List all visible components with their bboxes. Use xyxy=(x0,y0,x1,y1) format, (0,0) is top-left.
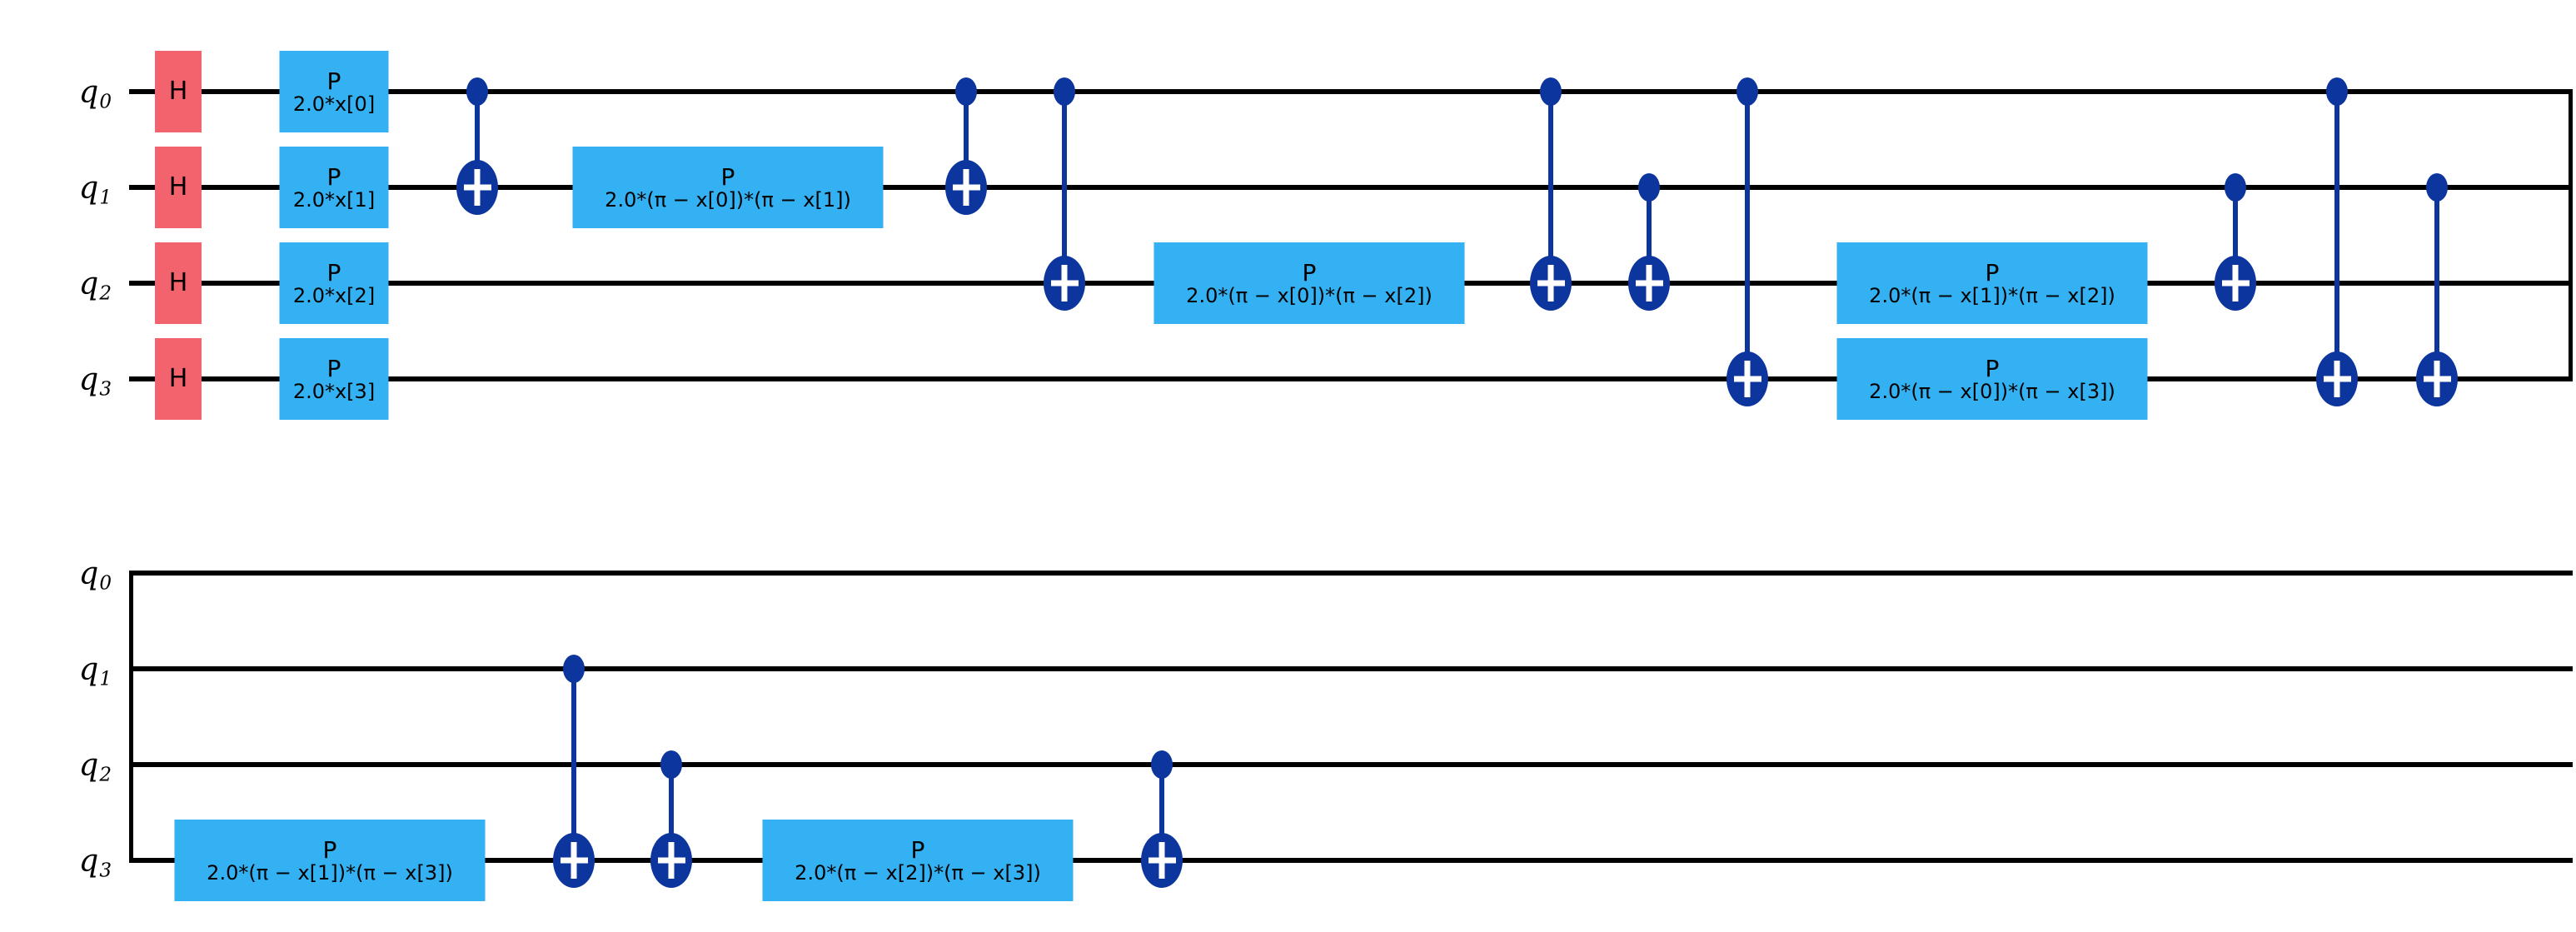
gate-parameter: 2.0*(π − x[2])*(π − x[3]) xyxy=(795,860,1041,885)
qubit-label-q0: q0 xyxy=(78,555,112,595)
gate-parameter: 2.0*x[2] xyxy=(292,283,376,307)
gate-label: H xyxy=(168,77,188,106)
cnot-control-dot-q0[interactable] xyxy=(1540,77,1562,106)
gate-parameter: 2.0*(π − x[1])*(π − x[2]) xyxy=(1869,283,2115,307)
gate-label: H xyxy=(168,364,188,393)
cnot-control-dot-q0[interactable] xyxy=(955,77,977,106)
qubit-label-q1: q1 xyxy=(78,650,112,690)
cnot-connector-line xyxy=(571,669,576,860)
gate-label: H xyxy=(168,172,188,202)
qubit-label-q3: q3 xyxy=(78,842,112,882)
cnot-target-q3[interactable] xyxy=(1141,833,1183,888)
cnot-connector-line xyxy=(1062,92,1067,283)
qubit-label-q1: q1 xyxy=(78,169,112,209)
cnot-control-dot-q0[interactable] xyxy=(1054,77,1075,106)
qubit-label-q2: q2 xyxy=(78,746,112,786)
qubit-wire-q3 xyxy=(129,376,2573,381)
gate-label: P xyxy=(326,162,341,191)
gate-label: P xyxy=(910,835,925,864)
qubit-wire-q0 xyxy=(129,571,2573,576)
gate-parameter: 2.0*x[0] xyxy=(292,92,376,116)
cnot-target-q2[interactable] xyxy=(1530,256,1572,311)
cnot-target-q1[interactable] xyxy=(456,160,498,215)
gate-label: P xyxy=(326,67,341,95)
cnot-target-q2[interactable] xyxy=(2215,256,2256,311)
qubit-wire-q3 xyxy=(129,858,2573,863)
cnot-control-dot-q1[interactable] xyxy=(2426,173,2448,202)
cnot-control-dot-q1[interactable] xyxy=(2225,173,2246,202)
qubit-label-q2: q2 xyxy=(78,265,112,305)
cnot-connector-line xyxy=(964,92,969,187)
hadamard-gate-q1[interactable]: H xyxy=(155,147,202,228)
gate-label: P xyxy=(1985,354,2000,382)
gate-label: P xyxy=(720,162,735,191)
cnot-connector-line xyxy=(1159,765,1164,860)
gate-label: P xyxy=(322,835,337,864)
wire-wrap-bracket-left xyxy=(129,573,133,860)
cnot-target-q3[interactable] xyxy=(553,833,595,888)
gate-parameter: 2.0*(π − x[0])*(π − x[2]) xyxy=(1186,283,1432,307)
cnot-target-q3[interactable] xyxy=(650,833,692,888)
hadamard-gate-q3[interactable]: H xyxy=(155,338,202,420)
gate-parameter: 2.0*(π − x[0])*(π − x[1]) xyxy=(605,187,851,212)
cnot-connector-line xyxy=(2434,187,2439,379)
gate-label: P xyxy=(326,258,341,287)
gate-parameter: 2.0*(π − x[0])*(π − x[3]) xyxy=(1869,379,2115,403)
cnot-target-q3[interactable] xyxy=(2416,351,2458,406)
wire-wrap-bracket-right xyxy=(2569,92,2573,379)
cnot-target-q2[interactable] xyxy=(1628,256,1670,311)
gate-parameter: 2.0*x[3] xyxy=(292,379,376,403)
hadamard-gate-q0[interactable]: H xyxy=(155,51,202,132)
gate-label: P xyxy=(1302,258,1317,287)
qubit-wire-q1 xyxy=(129,185,2573,190)
cnot-control-dot-q0[interactable] xyxy=(2326,77,2348,106)
cnot-target-q3[interactable] xyxy=(1726,351,1768,406)
qubit-wire-q1 xyxy=(129,666,2573,671)
cnot-connector-line xyxy=(2334,92,2339,379)
gate-label: P xyxy=(1985,258,2000,287)
cnot-control-dot-q0[interactable] xyxy=(1736,77,1758,106)
cnot-connector-line xyxy=(669,765,674,860)
qubit-label-q0: q0 xyxy=(78,73,112,113)
gate-label: P xyxy=(326,354,341,382)
hadamard-gate-q2[interactable]: H xyxy=(155,242,202,324)
cnot-control-dot-q1[interactable] xyxy=(563,655,585,683)
cnot-connector-line xyxy=(2233,187,2238,283)
cnot-control-dot-q2[interactable] xyxy=(660,750,682,779)
qubit-wire-q0 xyxy=(129,89,2573,94)
cnot-connector-line xyxy=(1745,92,1750,379)
gate-parameter: 2.0*(π − x[1])*(π − x[3]) xyxy=(207,860,453,885)
qubit-label-q3: q3 xyxy=(78,361,112,401)
cnot-control-dot-q2[interactable] xyxy=(1151,750,1173,779)
gate-label: H xyxy=(168,268,188,297)
cnot-control-dot-q1[interactable] xyxy=(1638,173,1660,202)
cnot-connector-line xyxy=(475,92,480,187)
cnot-connector-line xyxy=(1647,187,1652,283)
cnot-control-dot-q0[interactable] xyxy=(466,77,488,106)
gate-parameter: 2.0*x[1] xyxy=(292,187,376,212)
cnot-target-q3[interactable] xyxy=(2316,351,2358,406)
cnot-target-q1[interactable] xyxy=(945,160,987,215)
cnot-target-q2[interactable] xyxy=(1044,256,1085,311)
cnot-connector-line xyxy=(1548,92,1553,283)
qubit-wire-q2 xyxy=(129,762,2573,767)
